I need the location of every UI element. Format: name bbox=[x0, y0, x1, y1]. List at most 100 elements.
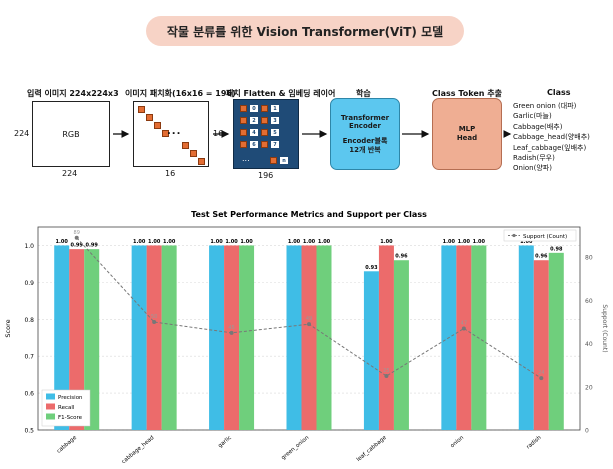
bar-precision bbox=[54, 245, 70, 430]
y2-axis-label: Support (Count) bbox=[601, 304, 608, 352]
legend-label: F1-Score bbox=[58, 415, 83, 421]
legend-swatch bbox=[46, 393, 55, 400]
bar-f1-score bbox=[161, 245, 177, 430]
bar-value-label: 1.00 bbox=[56, 239, 69, 245]
legend-label: Precision bbox=[58, 395, 83, 401]
embed-row: 0 1 bbox=[240, 105, 279, 112]
support-value-label: 45 bbox=[228, 325, 234, 331]
patch-square bbox=[154, 122, 161, 129]
head-line-2: Head bbox=[456, 134, 478, 142]
embed-index-tag: 7 bbox=[271, 141, 279, 148]
bar-value-label: 0.96 bbox=[535, 254, 548, 260]
embed-patch-square bbox=[240, 105, 247, 112]
embed-label: 패치 Flatten & 임베딩 레이어 bbox=[226, 89, 336, 98]
embed-index-tag: 4 bbox=[250, 129, 258, 136]
head-line-1: MLP bbox=[458, 124, 476, 133]
embed-index-tag: 2 bbox=[250, 117, 258, 124]
embed-patch-square bbox=[261, 141, 268, 148]
class-token-label: Class Token 추출 bbox=[432, 89, 502, 98]
bar-value-label: 1.00 bbox=[318, 239, 331, 245]
support-point bbox=[384, 374, 389, 379]
patch-height-dim: 16 bbox=[213, 129, 224, 138]
class-list: Green onion (대파) Garlic(마늘) Cabbage(배추) … bbox=[513, 101, 590, 174]
embed-patch-square bbox=[261, 117, 268, 124]
support-value-label: 25 bbox=[383, 368, 389, 374]
page-title: 작물 분류를 위한 Vision Transformer(ViT) 모델 bbox=[146, 16, 464, 46]
embed-count-dim: 196 bbox=[258, 171, 274, 180]
bar-recall bbox=[146, 245, 162, 430]
embed-row: 6 7 bbox=[240, 141, 279, 148]
bar-value-label: 1.00 bbox=[148, 239, 161, 245]
learn-label: 학습 bbox=[356, 89, 371, 98]
patch-square bbox=[162, 130, 169, 137]
bar-value-label: 1.00 bbox=[458, 239, 471, 245]
class-item: Leaf_cabbage(잎배추) bbox=[513, 143, 587, 152]
y-tick-label: 0.8 bbox=[24, 317, 34, 324]
patch-dots: ... bbox=[167, 126, 182, 137]
transformer-encoder-box: Transformer Encoder Encoder블록 12개 반복 bbox=[330, 98, 400, 170]
bar-f1-score bbox=[239, 245, 255, 430]
support-point bbox=[461, 326, 466, 331]
y2-tick-label: 40 bbox=[585, 341, 593, 348]
bar-f1-score bbox=[548, 252, 564, 430]
bar-recall bbox=[224, 245, 240, 430]
embed-row: 4 5 bbox=[240, 129, 279, 136]
embed-patch-square bbox=[240, 141, 247, 148]
chart-title: Test Set Performance Metrics and Support… bbox=[191, 210, 427, 219]
bar-value-label: 1.00 bbox=[240, 239, 253, 245]
input-image-box: RGB bbox=[32, 101, 110, 167]
x-tick-label: leaf_cabbage bbox=[356, 435, 388, 464]
encoder-block-line-1: Encoder블록 bbox=[342, 137, 388, 145]
bar-precision bbox=[363, 271, 379, 430]
support-value-label: 24 bbox=[538, 370, 544, 376]
patch-square bbox=[182, 142, 189, 149]
rgb-text: RGB bbox=[62, 129, 80, 139]
class-item: Green onion (대파) bbox=[513, 102, 577, 110]
patch-label: 이미지 패치화(16x16 = 196) bbox=[125, 89, 236, 98]
bar-value-label: 1.00 bbox=[303, 239, 316, 245]
bar-recall bbox=[533, 260, 549, 430]
bar-precision bbox=[209, 245, 225, 430]
bar-value-label: 1.00 bbox=[133, 239, 146, 245]
embed-index-tag: 5 bbox=[271, 129, 279, 136]
bar-recall bbox=[301, 245, 317, 430]
patch-square bbox=[146, 114, 153, 121]
class-item: Radish(무우) bbox=[513, 154, 555, 163]
support-legend-label: Support (Count) bbox=[523, 234, 567, 240]
bar-value-label: 1.00 bbox=[210, 239, 223, 245]
support-value-label: 47 bbox=[461, 321, 467, 327]
x-tick-label: cabbage bbox=[56, 435, 78, 455]
x-tick-label: garlic bbox=[217, 435, 233, 449]
encoder-line-2: Encoder bbox=[349, 122, 381, 131]
support-value-label: 89 bbox=[74, 230, 80, 236]
y-tick-label: 0.5 bbox=[24, 428, 34, 435]
embed-index-tag: n bbox=[280, 157, 288, 164]
class-item: Onion(양파) bbox=[513, 164, 552, 173]
bar-value-label: 1.00 bbox=[443, 239, 456, 245]
bar-precision bbox=[131, 245, 147, 430]
y-tick-label: 1.0 bbox=[24, 243, 34, 250]
bar-precision bbox=[518, 245, 534, 430]
embed-patch-square bbox=[240, 117, 247, 124]
bar-recall bbox=[69, 249, 85, 430]
legend-label: Recall bbox=[58, 405, 75, 411]
class-item: Cabbage(배추) bbox=[513, 122, 563, 131]
patch-square bbox=[190, 150, 197, 157]
encoder-line-1: Transformer bbox=[340, 113, 390, 122]
y-axis-label: Score bbox=[4, 319, 12, 337]
support-point bbox=[307, 322, 311, 327]
embed-patch-square bbox=[261, 105, 268, 112]
support-value-label: 49 bbox=[306, 316, 312, 322]
embed-row: n bbox=[270, 157, 288, 164]
bar-value-label: 0.98 bbox=[550, 246, 563, 252]
input-width-dim: 224 bbox=[62, 169, 78, 178]
y-tick-label: 0.6 bbox=[24, 391, 34, 398]
bar-value-label: 1.00 bbox=[473, 239, 486, 245]
embed-patch-square bbox=[270, 157, 277, 164]
support-point bbox=[74, 235, 79, 240]
class-item: Garlic(마늘) bbox=[513, 112, 552, 121]
input-height-dim: 224 bbox=[14, 129, 30, 138]
y2-tick-label: 80 bbox=[585, 255, 593, 262]
embed-index-tag: 0 bbox=[250, 105, 258, 112]
embed-row: 2 3 bbox=[240, 117, 279, 124]
